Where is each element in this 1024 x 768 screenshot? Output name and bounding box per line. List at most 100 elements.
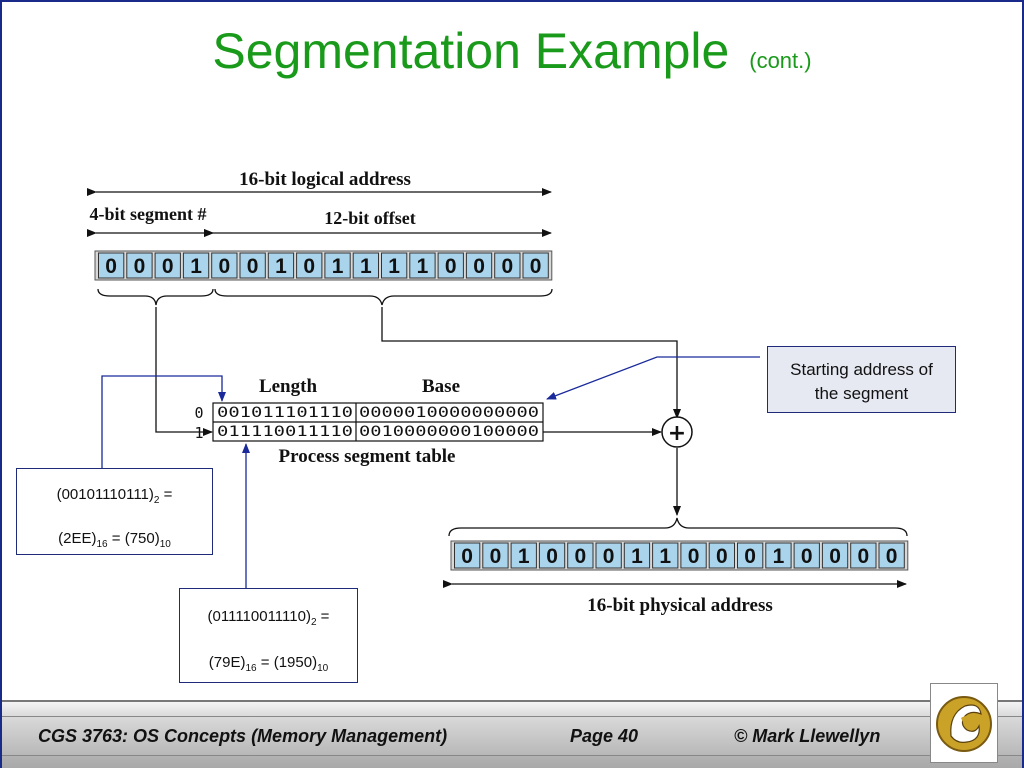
binary-line: (011110011110)2 =	[180, 607, 357, 633]
bit-cell	[652, 542, 679, 569]
footer-page-number: Page 40	[570, 726, 639, 746]
footer-author: © Mark Llewellyn	[734, 726, 881, 746]
bit-cell	[510, 542, 537, 569]
bit-cell	[437, 252, 464, 279]
binary-value: (00101110111)	[56, 486, 154, 503]
bit-cell	[878, 542, 905, 569]
bit-cell	[708, 542, 736, 569]
bit-value: 0	[546, 545, 558, 568]
title-suffix: (cont.)	[749, 48, 812, 73]
bit-cell	[680, 542, 707, 569]
table-row0-base: 0000010000000000	[359, 405, 539, 421]
table-length-header: Length	[259, 376, 318, 397]
bit-value: 1	[388, 255, 400, 278]
bit-cell	[239, 252, 266, 279]
bit-value: 0	[134, 255, 146, 278]
decimal-value: = (750)	[107, 530, 160, 547]
hex-base: 16	[96, 539, 108, 550]
bit-value: 0	[490, 545, 502, 568]
equals-sign: =	[159, 486, 173, 503]
footer-bar	[2, 716, 1022, 756]
title-main: Segmentation Example	[212, 23, 730, 79]
bit-cell	[465, 252, 493, 279]
callout-line: the segment	[814, 384, 909, 403]
hex-value: (79E)	[208, 654, 246, 671]
bit-value: 0	[219, 255, 231, 278]
hex-base: 16	[245, 663, 257, 674]
bit-cell	[211, 252, 238, 279]
equals-sign: =	[316, 608, 330, 625]
length0-callout-pointer	[101, 375, 226, 468]
table-row1-length: 011110011110	[217, 424, 353, 440]
bit-value: 0	[858, 545, 870, 568]
table-row-index: 1	[194, 424, 203, 442]
hex-value: (2EE)	[58, 530, 97, 547]
bit-cell	[296, 252, 323, 279]
offset-label: 12-bit offset	[324, 208, 415, 228]
bit-cell	[595, 542, 622, 569]
ucf-pegasus-logo-icon	[930, 683, 998, 763]
hex-decimal-line: (79E)16 = (1950)10	[180, 653, 357, 679]
segment-number-label: 4-bit segment #	[90, 204, 207, 224]
bit-value: 0	[575, 545, 587, 568]
bit-value: 0	[502, 255, 514, 278]
bit-value: 1	[631, 545, 643, 568]
bit-value: 0	[886, 545, 898, 568]
bit-cell	[538, 542, 566, 569]
bit-value: 0	[716, 545, 728, 568]
bit-cell	[126, 252, 153, 279]
bit-cell	[182, 252, 210, 279]
slide-title: Segmentation Example (cont.)	[0, 22, 1024, 80]
bit-cell	[494, 252, 521, 279]
bit-value: 0	[247, 255, 259, 278]
physical-brace	[448, 517, 908, 537]
bit-cell	[821, 542, 849, 569]
bit-cell	[567, 542, 594, 569]
bit-value: 1	[518, 545, 530, 568]
logical-address-label: 16-bit logical address	[239, 169, 411, 190]
bit-value: 1	[659, 545, 671, 568]
bit-value: 1	[360, 255, 372, 278]
bit-value: 0	[461, 545, 473, 568]
bit-value: 0	[688, 545, 700, 568]
bit-value: 1	[332, 255, 344, 278]
bit-value: 0	[530, 255, 542, 278]
binary-base: 2	[310, 617, 317, 628]
binary-base: 2	[153, 495, 160, 506]
segment-to-table-arrow	[155, 307, 213, 436]
callout-line: Starting address of	[790, 360, 933, 379]
bit-value: 0	[744, 545, 756, 568]
bit-cell	[409, 252, 436, 279]
bit-cell	[850, 542, 877, 569]
bit-value: 1	[417, 255, 429, 278]
bit-value: 0	[801, 545, 813, 568]
table-base-header: Base	[422, 376, 460, 397]
hex-decimal-line: (2EE)16 = (750)10	[17, 529, 212, 555]
table-row1-base: 0010000000100000	[359, 424, 539, 440]
adder-plus-icon: +	[668, 421, 686, 446]
length0-conversion-box: (00101110111)2 = (2EE)16 = (750)10	[16, 468, 213, 555]
bit-cell	[522, 252, 549, 279]
table-caption: Process segment table	[279, 446, 456, 467]
bit-cell	[454, 542, 481, 569]
length1-conversion-box: (011110011110)2 = (79E)16 = (1950)10	[179, 588, 358, 683]
bit-value: 0	[829, 545, 841, 568]
bit-cell	[765, 542, 792, 569]
bit-value: 1	[190, 255, 202, 278]
binary-line: (00101110111)2 =	[17, 485, 212, 511]
bit-cell	[154, 252, 181, 279]
bit-cell	[267, 252, 295, 279]
decimal-value: = (1950)	[256, 654, 318, 671]
offset-brace	[214, 288, 553, 306]
segment-table	[212, 402, 544, 442]
bit-value: 0	[162, 255, 174, 278]
bit-cell	[352, 252, 380, 279]
base-callout-pointer	[546, 356, 760, 400]
offset-to-adder-arrow	[381, 307, 681, 419]
bit-cell	[623, 542, 651, 569]
bit-value: 1	[275, 255, 287, 278]
bit-value: 1	[773, 545, 785, 568]
